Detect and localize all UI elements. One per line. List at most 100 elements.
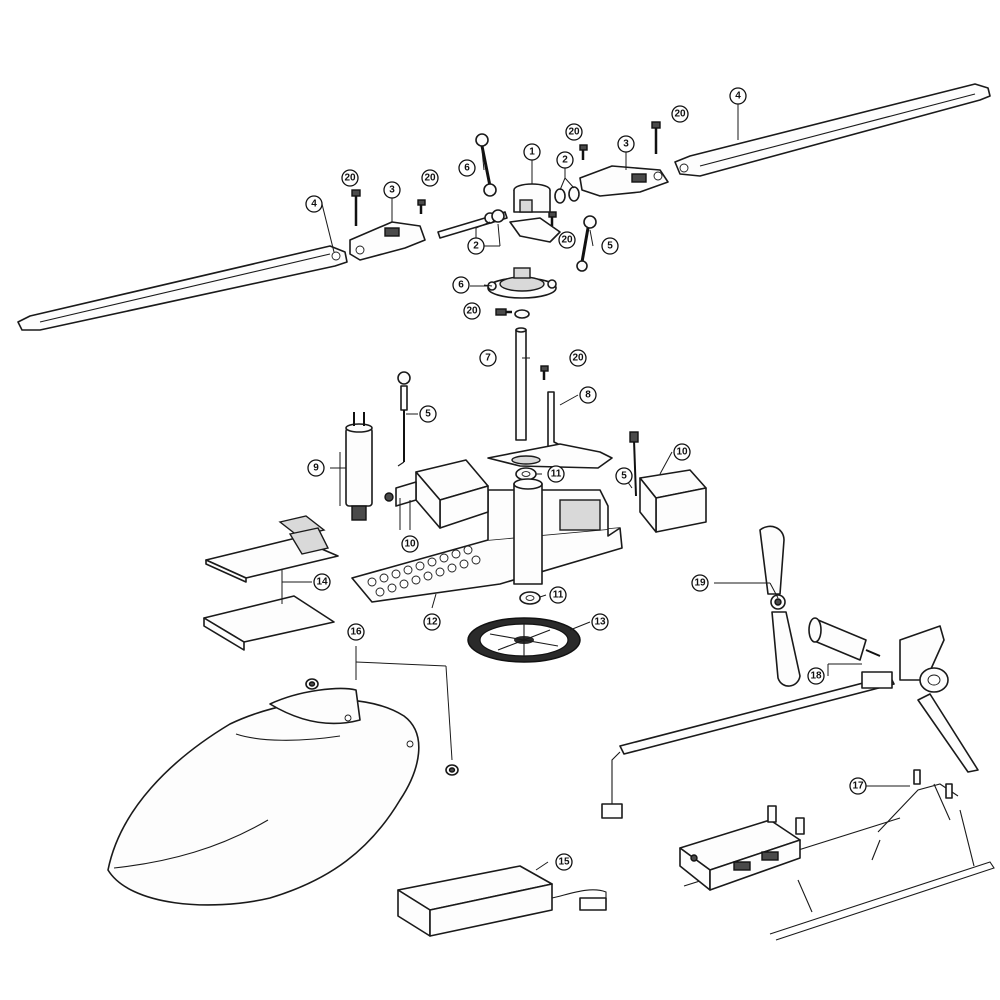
callout-13-label: 13 — [594, 617, 606, 628]
callout-1: 1 — [523, 143, 541, 161]
tail-boom — [601, 671, 895, 819]
callout-5-servo: 5 — [615, 467, 633, 485]
callout-3-left-label: 3 — [389, 185, 395, 196]
callout-4-left-label: 4 — [311, 199, 317, 210]
callout-17: 17 — [849, 777, 867, 795]
callout-20-g: 20 — [569, 349, 587, 367]
blade-grip-left — [349, 221, 426, 261]
callout-10-left-label: 10 — [404, 539, 416, 550]
main-motor — [345, 412, 373, 521]
tail-boom-bracket — [487, 391, 613, 469]
callout-2-lower-label: 2 — [473, 241, 479, 252]
callout-2-lower: 2 — [467, 237, 485, 255]
callout-4-right: 4 — [729, 87, 747, 105]
canopy-grommet-right — [445, 764, 459, 776]
callout-11-lower: 11 — [549, 586, 567, 604]
main-blade-left — [17, 245, 348, 331]
canopy — [107, 687, 420, 906]
callout-11-lower-label: 11 — [553, 590, 564, 601]
frame-vent-holes — [367, 545, 481, 597]
servo-right — [629, 431, 707, 533]
tail-fin-assembly — [899, 625, 979, 773]
callout-20-d-label: 20 — [674, 109, 686, 120]
callout-4-right-label: 4 — [735, 91, 741, 102]
callout-9-label: 9 — [313, 463, 319, 474]
collar — [514, 309, 530, 319]
receiver-board — [205, 515, 339, 583]
main-blade-right — [674, 83, 991, 177]
bearing-upper — [515, 467, 537, 481]
push-link-upper — [475, 133, 497, 197]
callout-20-c-label: 20 — [568, 127, 580, 138]
tail-motor — [808, 617, 881, 661]
callout-20-e-label: 20 — [561, 235, 573, 246]
callout-17-label: 17 — [852, 781, 864, 792]
callout-4-left: 4 — [305, 195, 323, 213]
callout-3-right-label: 3 — [623, 139, 629, 150]
main-gear — [467, 617, 581, 663]
callout-7: 7 — [479, 349, 497, 367]
canopy-grommet-left — [305, 678, 319, 690]
callout-20-c: 20 — [565, 123, 583, 141]
callout-16: 16 — [347, 623, 365, 641]
callout-8-label: 8 — [585, 390, 591, 401]
callout-6-lower-label: 6 — [458, 280, 464, 291]
receiver-pad — [203, 595, 335, 651]
push-link-side — [576, 215, 597, 272]
callout-6-upper: 6 — [458, 159, 476, 177]
callout-19: 19 — [691, 574, 709, 592]
main-frame — [351, 478, 623, 603]
callout-5-rod: 5 — [419, 405, 437, 423]
callout-5-servo-label: 5 — [621, 471, 627, 482]
battery — [397, 865, 607, 937]
callout-2-upper: 2 — [556, 151, 574, 169]
bearing-lower — [519, 591, 541, 605]
callout-10-left: 10 — [401, 535, 419, 553]
callout-20-a-label: 20 — [344, 173, 356, 184]
tail-rotor — [759, 525, 801, 687]
callout-3-right: 3 — [617, 135, 635, 153]
callout-20-f: 20 — [463, 302, 481, 320]
callout-20-g-label: 20 — [572, 353, 584, 364]
landing-gear-mount — [679, 805, 805, 891]
callout-11-upper-label: 11 — [551, 469, 562, 480]
callout-20-a: 20 — [341, 169, 359, 187]
callout-14-label: 14 — [316, 577, 328, 588]
callout-5-head-label: 5 — [607, 241, 613, 252]
servo-link-rod — [397, 371, 411, 467]
callout-10-right: 10 — [673, 443, 691, 461]
callout-20-b: 20 — [421, 169, 439, 187]
callout-1-label: 1 — [529, 147, 535, 158]
screw-set — [351, 121, 661, 380]
callout-20-d: 20 — [671, 105, 689, 123]
callout-6-lower: 6 — [452, 276, 470, 294]
callout-5-rod-label: 5 — [425, 409, 431, 420]
callout-16-label: 16 — [350, 627, 362, 638]
callout-15: 15 — [555, 853, 573, 871]
callout-20-e: 20 — [558, 231, 576, 249]
callout-20-f-label: 20 — [466, 306, 478, 317]
washers-right — [554, 186, 580, 204]
leader-lines — [281, 104, 910, 871]
swashplate — [487, 267, 557, 299]
main-shaft — [515, 327, 527, 441]
callout-6-upper-label: 6 — [464, 163, 470, 174]
callout-8: 8 — [579, 386, 597, 404]
callout-19-label: 19 — [694, 578, 706, 589]
callout-12-label: 12 — [426, 617, 438, 628]
callout-11-upper: 11 — [547, 465, 565, 483]
callout-10-right-label: 10 — [676, 447, 688, 458]
blade-grip-right — [579, 165, 669, 197]
rotor-head — [509, 183, 561, 243]
callout-2-upper-label: 2 — [562, 155, 568, 166]
callout-18-label: 18 — [810, 671, 822, 682]
callout-14: 14 — [313, 573, 331, 591]
callout-3-left: 3 — [383, 181, 401, 199]
callout-15-label: 15 — [558, 857, 570, 868]
callout-18: 18 — [807, 667, 825, 685]
callout-7-label: 7 — [485, 353, 491, 364]
spindle-shaft — [437, 209, 508, 239]
callout-13: 13 — [591, 613, 609, 631]
servo-left — [384, 459, 489, 529]
